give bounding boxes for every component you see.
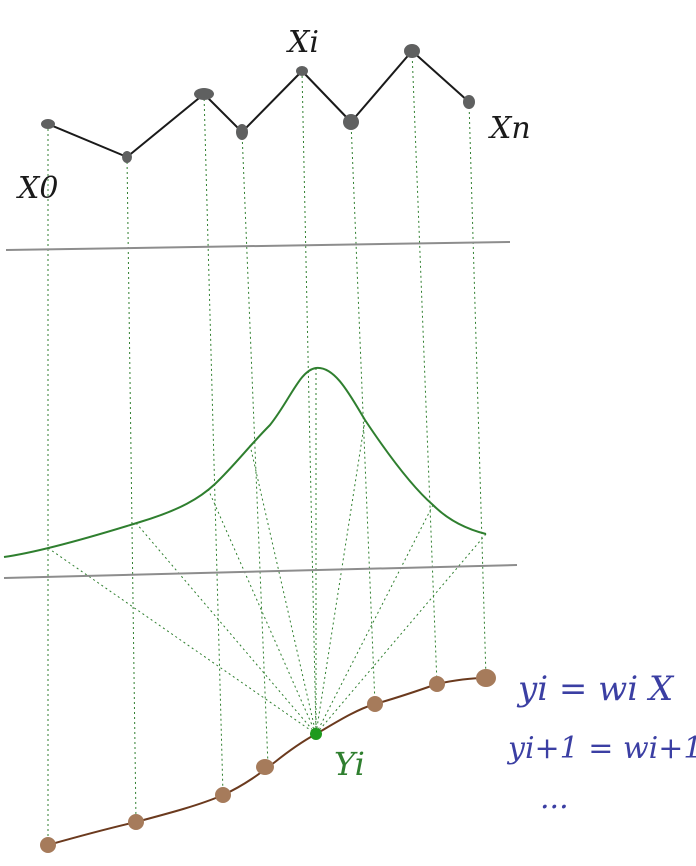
guide-6 bbox=[411, 50, 438, 685]
input-node bbox=[41, 119, 55, 129]
label-x-n: Xn bbox=[488, 111, 531, 146]
input-node bbox=[296, 66, 308, 76]
input-node bbox=[236, 124, 248, 140]
vertical-guides bbox=[47, 50, 487, 845]
label-y-i: Yi bbox=[334, 745, 365, 783]
separator-bottom bbox=[3, 564, 518, 579]
output-node-yi bbox=[310, 728, 322, 740]
guide-3 bbox=[241, 131, 269, 766]
fan-line bbox=[315, 533, 487, 735]
fan-lines bbox=[47, 368, 487, 735]
equation-line-1: yi = wi X bbox=[516, 669, 675, 709]
equation-ellipsis: ... bbox=[540, 781, 569, 816]
fan-line bbox=[47, 547, 317, 735]
input-node bbox=[463, 95, 475, 109]
guide-7 bbox=[468, 101, 487, 679]
input-node bbox=[404, 44, 420, 58]
output-nodes bbox=[40, 669, 496, 853]
output-node bbox=[256, 759, 274, 775]
fan-line bbox=[315, 419, 366, 735]
input-nodes bbox=[41, 44, 475, 163]
input-node bbox=[122, 151, 132, 163]
output-node bbox=[128, 814, 144, 830]
equation-line-2: yi+1 = wi+1 X bbox=[506, 731, 696, 766]
guide-4 bbox=[301, 70, 317, 735]
label-x-i: Xi bbox=[286, 25, 319, 60]
guide-1 bbox=[126, 156, 137, 823]
guide-5 bbox=[350, 121, 376, 705]
input-node bbox=[194, 88, 214, 100]
output-node bbox=[40, 837, 56, 853]
separator-top bbox=[5, 241, 511, 251]
output-node bbox=[367, 696, 383, 712]
input-signal-line bbox=[47, 50, 470, 158]
output-node bbox=[476, 669, 496, 687]
fan-line bbox=[207, 488, 317, 735]
output-node bbox=[429, 676, 445, 692]
guide-2 bbox=[203, 93, 224, 796]
input-node bbox=[343, 114, 359, 130]
label-x-start: X0 bbox=[16, 171, 58, 206]
fan-line bbox=[135, 522, 317, 735]
kernel-curve bbox=[3, 366, 487, 558]
output-node bbox=[215, 787, 231, 803]
fan-line bbox=[249, 444, 317, 735]
